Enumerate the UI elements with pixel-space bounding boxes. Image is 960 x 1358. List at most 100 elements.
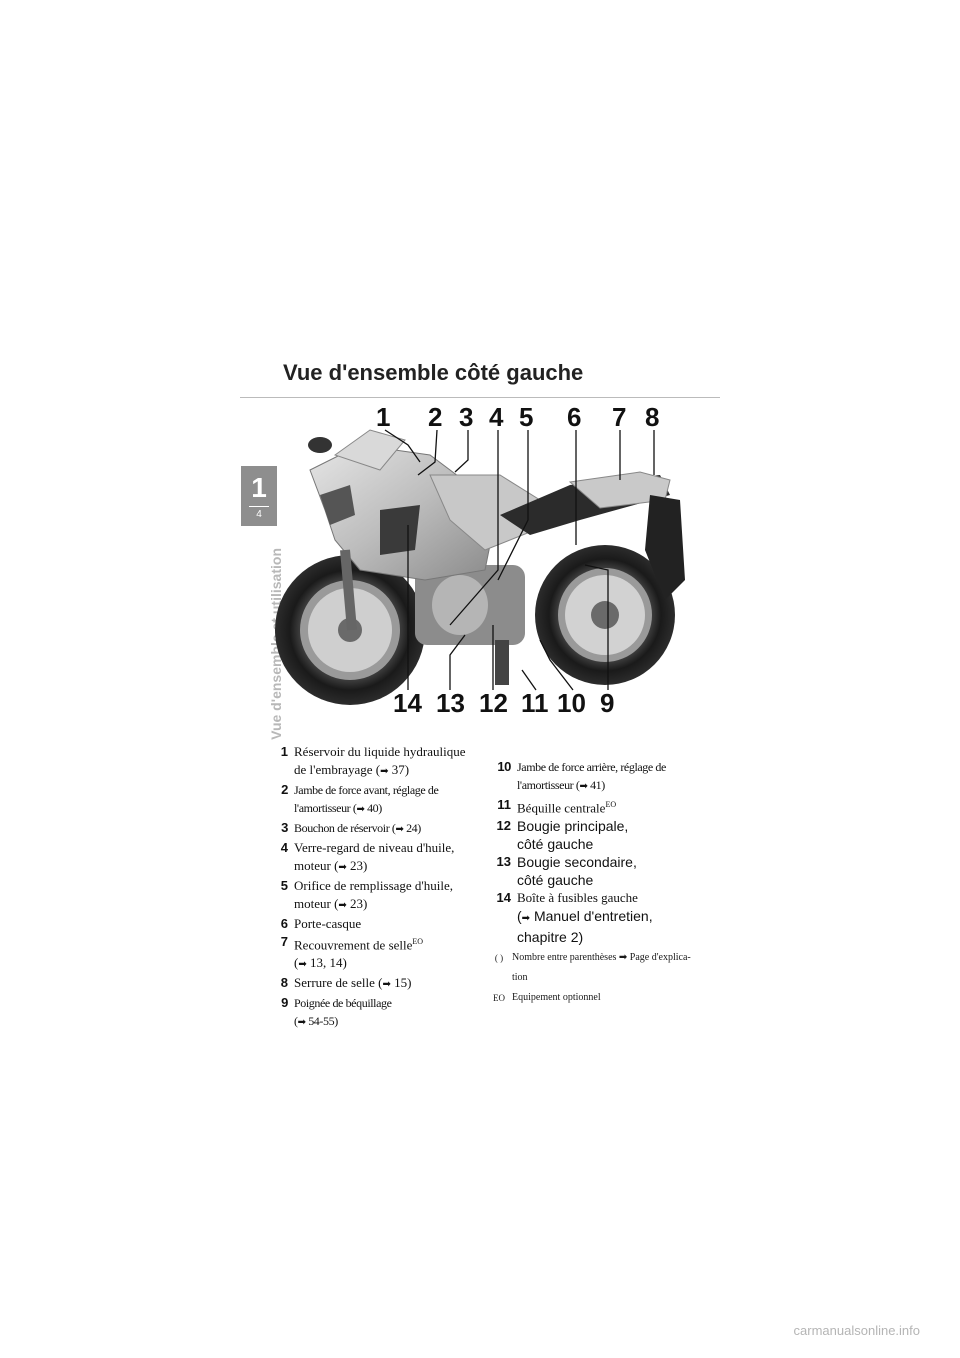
arrow-icon: ➡: [579, 781, 588, 792]
callout-1: 1: [376, 402, 391, 432]
legend-num: 7: [280, 934, 288, 949]
callout-14: 14: [393, 688, 422, 718]
callout-13: 13: [436, 688, 465, 718]
legend-item-4: 4 Verre-regard de niveau d'huile, moteur…: [264, 839, 494, 877]
callout-5: 5: [519, 402, 534, 432]
legend-num: 10: [497, 759, 511, 774]
legend-num: 2: [281, 782, 288, 797]
legend-text: Réservoir du liquide hydraulique: [294, 744, 466, 759]
arrow-icon: ➡: [338, 862, 347, 873]
arrow-icon: ➡: [298, 959, 307, 971]
watermark: carmanualsonline.info: [793, 1323, 920, 1338]
eo-superscript: EO: [412, 937, 424, 946]
note-eo: EO Equipement optionnel: [490, 988, 691, 1008]
chapter-number: 1: [251, 472, 267, 503]
legend-ref: l'amortisseur (➡ 40): [294, 801, 382, 815]
legend-text: Recouvrement de selleEO: [294, 937, 424, 953]
callout-3: 3: [459, 402, 474, 432]
callout-7: 7: [612, 402, 627, 432]
callout-9: 9: [600, 688, 615, 718]
legend-item-14: 14 Boîte à fusibles gauche (➡ Manuel d'e…: [487, 889, 702, 946]
legend-text: Poignée de béquillage: [294, 996, 392, 1011]
callout-6: 6: [567, 402, 582, 432]
legend-text-2: côté gauche: [517, 836, 594, 853]
arrow-icon: ➡: [618, 952, 628, 963]
legend-ref: moteur (➡ 23): [294, 858, 368, 873]
legend-text: Jambe de force arrière, réglage de: [517, 760, 666, 774]
motorcycle-illustration: [275, 429, 685, 705]
note-parentheses: ( ) Nombre entre parenthèses ➡ Page d'ex…: [490, 948, 691, 968]
legend-ref: Serrure de selle (➡ 15): [294, 975, 412, 991]
legend-item-11: 11 Béquille centraleEO: [487, 796, 702, 817]
legend-left: 1 Réservoir du liquide hydraulique de l'…: [264, 743, 494, 1032]
legend-item-1: 1 Réservoir du liquide hydraulique de l'…: [264, 743, 494, 781]
legend-ref: l'amortisseur (➡ 41): [517, 778, 605, 792]
cylinder-head: [432, 575, 488, 635]
chapter-divider: [249, 506, 269, 507]
legend-ref: (➡ 54-55): [294, 1014, 338, 1029]
callout-2: 2: [428, 402, 443, 432]
legend-num: 14: [496, 890, 511, 906]
legend-ref: (➡ Manuel d'entretien,: [517, 908, 653, 925]
mirror: [308, 437, 332, 453]
arrow-icon: ➡: [356, 804, 365, 815]
arrow-icon: ➡: [338, 900, 347, 911]
legend-ref: moteur (➡ 23): [294, 896, 368, 911]
arrow-icon: ➡: [395, 824, 404, 835]
legend-text: Porte-casque: [294, 916, 362, 931]
legend-num: 6: [280, 916, 288, 931]
legend-num: 4: [280, 840, 288, 855]
legend-ref: (➡ 13, 14): [294, 955, 347, 971]
legend-text: Béquille centraleEO: [517, 800, 617, 816]
tail-cover: [568, 471, 671, 509]
windscreen: [333, 429, 406, 471]
legend-text: Verre-regard de niveau d'huile,: [294, 840, 455, 855]
page-number: 4: [256, 509, 262, 520]
callout-8: 8: [645, 402, 660, 432]
footnotes: ( ) Nombre entre parenthèses ➡ Page d'ex…: [490, 948, 691, 1008]
legend-item-12: 12 Bougie principale, côté gauche: [487, 817, 702, 853]
rear-mudguard: [645, 495, 685, 600]
arrow-icon: ➡: [521, 913, 531, 925]
legend-num: 3: [281, 820, 288, 835]
legend-item-2: 2 Jambe de force avant, réglage de l'amo…: [264, 781, 494, 819]
legend-text: Bougie secondaire,: [517, 854, 637, 871]
note-symbol: ( ): [494, 953, 504, 963]
callout-10: 10: [557, 688, 586, 718]
page-title: Vue d'ensemble côté gauche: [283, 360, 584, 385]
callout-11: 11: [521, 688, 549, 718]
rear-wheel: [535, 545, 675, 685]
legend-text-2: côté gauche: [517, 872, 594, 889]
legend-item-7: 7 Recouvrement de selleEO (➡ 13, 14): [264, 933, 494, 974]
note-symbol: EO: [493, 993, 505, 1003]
legend-ref: de l'embrayage (➡ 37): [294, 762, 410, 777]
legend-item-5: 5 Orifice de remplissage d'huile, moteur…: [264, 877, 494, 915]
legend-text: Jambe de force avant, réglage de: [294, 783, 439, 797]
side-panel: [380, 505, 420, 555]
front-fork: [340, 549, 357, 631]
legend-ref: Bouchon de réservoir (➡ 24): [294, 821, 421, 835]
legend-item-8: 8 Serrure de selle (➡ 15): [264, 974, 494, 994]
headlight: [320, 485, 355, 525]
arrow-icon: ➡: [382, 979, 391, 991]
legend-num: 9: [281, 995, 288, 1011]
legend-item-10: 10 Jambe de force arrière, réglage de l'…: [487, 758, 702, 796]
legend-text: Boîte à fusibles gauche: [517, 890, 638, 906]
legend-item-6: 6 Porte-casque: [264, 915, 494, 933]
legend-item-13: 13 Bougie secondaire, côté gauche: [487, 853, 702, 889]
callout-4: 4: [489, 402, 504, 432]
legend-num: 1: [280, 744, 288, 759]
legend-item-3: 3 Bouchon de réservoir (➡ 24): [264, 819, 494, 839]
legend-right: 10 Jambe de force arrière, réglage de l'…: [487, 758, 702, 946]
legend-num: 12: [496, 818, 511, 834]
legend-item-9: 9 Poignée de béquillage (➡ 54-55): [264, 994, 494, 1032]
leader-lines: [384, 429, 655, 691]
legend-text: Bougie principale,: [517, 818, 629, 835]
note-parentheses-cont: tion: [512, 972, 528, 983]
legend-num: 8: [280, 975, 288, 991]
legend-text: Orifice de remplissage d'huile,: [294, 878, 454, 893]
arrow-icon: ➡: [297, 1017, 306, 1029]
legend-num: 5: [280, 878, 288, 893]
arrow-icon: ➡: [380, 766, 389, 777]
eo-superscript: EO: [605, 800, 617, 809]
